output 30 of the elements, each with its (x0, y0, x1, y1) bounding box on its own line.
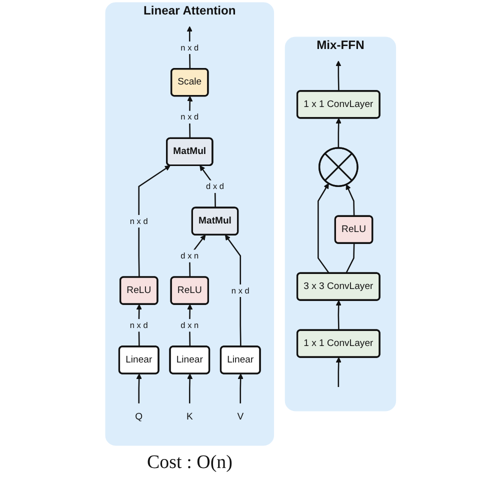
edge-label: n x d (181, 42, 199, 52)
arrow (187, 96, 194, 139)
edge-label: d x n (181, 250, 199, 260)
connector (346, 243, 356, 274)
edge-label: n x d (232, 286, 250, 296)
edge-label: n x d (130, 216, 148, 226)
arrow (136, 304, 142, 347)
arrow (336, 118, 342, 148)
node-text: Q (136, 411, 143, 422)
arrow (318, 183, 330, 274)
edge-label: d x n (181, 320, 199, 330)
node-text: K (186, 411, 194, 422)
arrow (138, 165, 171, 278)
arrow (136, 374, 142, 404)
edge-label: d x d (206, 181, 224, 192)
arrow (336, 300, 342, 330)
arrow (187, 304, 194, 347)
node-text: V (238, 411, 244, 422)
arrow (187, 26, 193, 70)
arrow (189, 234, 206, 278)
edge-label: n x d (181, 112, 199, 122)
arrow (346, 184, 356, 216)
cost-note: Cost : O(n) (146, 452, 232, 474)
arrow (187, 374, 193, 404)
edge-label: n x d (130, 320, 148, 330)
arrow (336, 357, 342, 388)
arrow (200, 165, 216, 208)
arrow (336, 60, 342, 92)
arrow (225, 234, 242, 347)
arrow (238, 374, 244, 404)
